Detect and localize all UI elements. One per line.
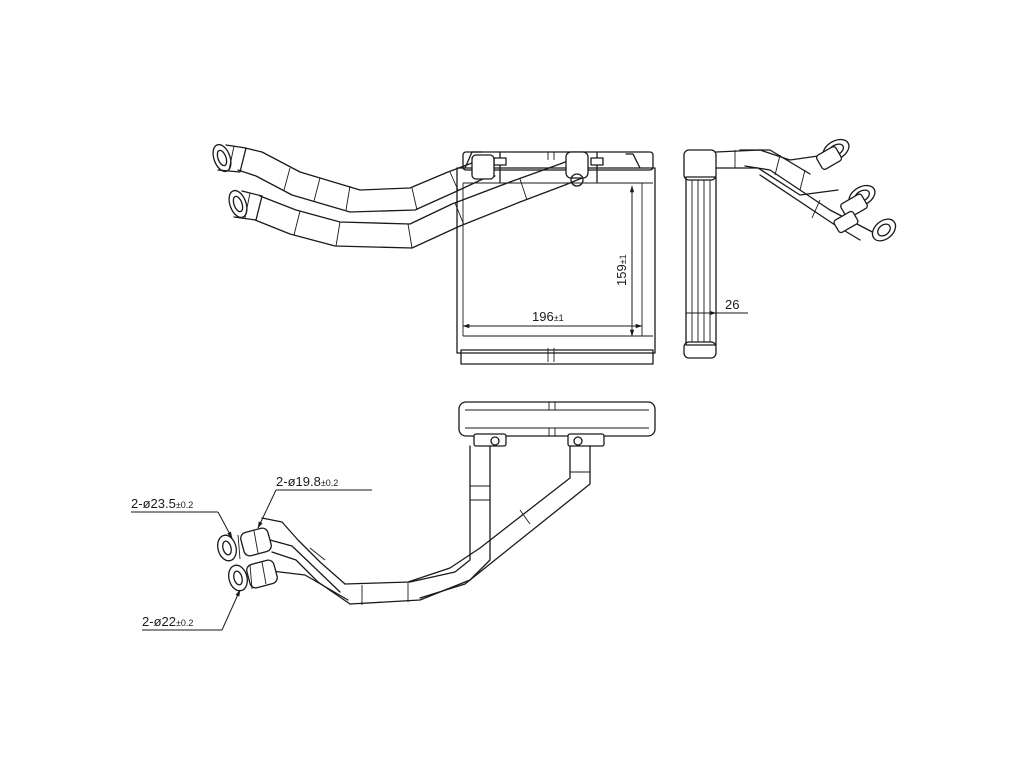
svg-text:2-ø19.8±0.2: 2-ø19.8±0.2: [276, 474, 338, 489]
callout-tolerance-b: ±0.2: [321, 478, 338, 488]
callout-diameter-19-8: 2-ø19.8±0.2: [257, 474, 372, 529]
top-core: [458, 401, 656, 437]
depth-value: 26: [725, 297, 739, 312]
height-tolerance: ±1: [618, 254, 628, 264]
svg-text:2-ø22±0.2: 2-ø22±0.2: [142, 614, 193, 629]
callout-diameter-b: ø19.8: [288, 474, 321, 489]
core-outline: [456, 167, 656, 354]
core-bottom-tank: [460, 349, 654, 365]
top-fitting-upper: [217, 527, 272, 562]
callout-qty-c: 2-: [142, 614, 154, 629]
callout-diameter-a: ø23.5: [143, 496, 176, 511]
height-dimension: 159±1: [614, 185, 635, 337]
bolt-icon: [590, 151, 604, 183]
width-dimension: 196±1: [462, 309, 643, 329]
top-fitting-lower: [228, 559, 278, 592]
width-dimension-label: 196±1: [532, 309, 564, 324]
depth-dimension: 26: [686, 297, 748, 316]
front-view: 196±1 159±1: [212, 143, 656, 365]
upper-pipe: [237, 147, 496, 213]
lower-pipe: [254, 151, 589, 249]
callout-diameter-22: 2-ø22±0.2: [142, 589, 241, 631]
width-value: 196: [532, 309, 554, 324]
callout-qty-a: 2-: [131, 496, 143, 511]
callout-diameter-23-5: 2-ø23.5±0.2: [131, 496, 233, 539]
side-core: [685, 176, 717, 346]
side-fitting-upper: [815, 138, 850, 170]
callout-qty-b: 2-: [276, 474, 288, 489]
callout-tolerance-c: ±0.2: [176, 618, 193, 628]
top-view: 2-ø23.5±0.2 2-ø19.8±0.2 2-ø22±0.2: [131, 401, 656, 631]
core-top-tank: [462, 151, 654, 171]
callout-diameter-c: ø22: [154, 614, 176, 629]
width-tolerance: ±1: [554, 313, 564, 323]
pipe-end-fitting-upper: [212, 143, 247, 173]
callout-tolerance-a: ±0.2: [176, 500, 193, 510]
height-value: 159: [614, 264, 629, 286]
side-view: 26: [683, 138, 897, 359]
height-dimension-label: 159±1: [614, 254, 629, 286]
side-fitting-lower: [833, 210, 897, 242]
side-fitting-middle: [840, 184, 876, 219]
svg-text:2-ø23.5±0.2: 2-ø23.5±0.2: [131, 496, 193, 511]
pipe-end-fitting-lower: [228, 189, 263, 221]
bolt-icon: [493, 151, 507, 183]
